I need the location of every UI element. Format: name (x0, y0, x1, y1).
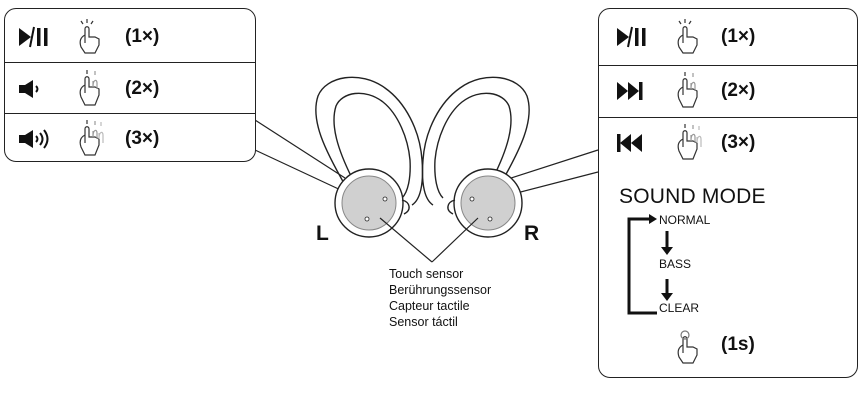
left-leader-line-top (254, 119, 346, 179)
left-row-play-pause: (1×) (5, 13, 255, 63)
left-controls-panel: (1×) (2×) (4, 8, 256, 162)
double-tap-hand-icon (677, 72, 698, 108)
loop-arrow-head (649, 214, 657, 224)
sensor-label-fr: Capteur tactile (389, 299, 470, 313)
skip-forward-icon (617, 82, 643, 100)
touch-sensor-labels: Touch sensor Berührungssensor Capteur ta… (389, 266, 491, 330)
triple-tap-hand-icon (677, 124, 702, 160)
left-count-1: (1×) (125, 26, 160, 47)
triple-tap-hand-icon (79, 120, 104, 156)
skip-back-icon (617, 134, 642, 152)
mode-bass: BASS (659, 257, 692, 271)
play-pause-icon (617, 26, 646, 48)
sensor-label-es: Sensor táctil (389, 315, 458, 329)
right-divider-2 (599, 117, 857, 118)
right-leader-line-top (504, 149, 599, 181)
sensor-leader-left (379, 217, 433, 263)
press-hold-hand-icon (677, 330, 698, 364)
volume-up-icon (19, 129, 49, 149)
mode-clear: CLEAR (659, 301, 700, 315)
sensor-label-en: Touch sensor (389, 267, 464, 281)
left-count-3: (3×) (125, 128, 160, 149)
single-tap-hand-icon (677, 19, 698, 54)
mode-normal: NORMAL (659, 213, 711, 227)
right-row-play-pause: (1×) (599, 13, 857, 63)
hold-duration: (1s) (721, 334, 755, 355)
right-count-2: (2×) (721, 80, 756, 101)
right-row-skip-back: (3×) (599, 119, 857, 169)
sound-mode-title: SOUND MODE (619, 185, 766, 208)
left-row-volume-down: (2×) (5, 65, 255, 115)
right-divider-1 (599, 65, 857, 66)
sensor-label-de: Berührungssensor (389, 283, 492, 297)
left-earbud (315, 76, 424, 238)
left-earbud-label: L (316, 222, 329, 245)
play-pause-icon (19, 26, 48, 48)
left-row-volume-up: (3×) (5, 115, 255, 165)
left-divider-2 (5, 113, 255, 114)
right-count-3: (3×) (721, 132, 756, 153)
left-divider-1 (5, 62, 255, 63)
sensor-leader-right (431, 217, 479, 263)
volume-down-icon (19, 80, 39, 98)
left-leader-line-bottom (254, 149, 346, 193)
single-tap-hand-icon (79, 19, 100, 54)
double-tap-hand-icon (79, 70, 100, 106)
right-earbud (421, 76, 530, 238)
left-count-2: (2×) (125, 78, 160, 99)
right-row-skip-forward: (2×) (599, 67, 857, 117)
sound-mode-cycle-arrows (627, 214, 673, 315)
right-earbud-label: R (524, 222, 540, 245)
right-controls-panel: (1×) (2×) (598, 8, 858, 378)
right-count-1: (1×) (721, 26, 756, 47)
